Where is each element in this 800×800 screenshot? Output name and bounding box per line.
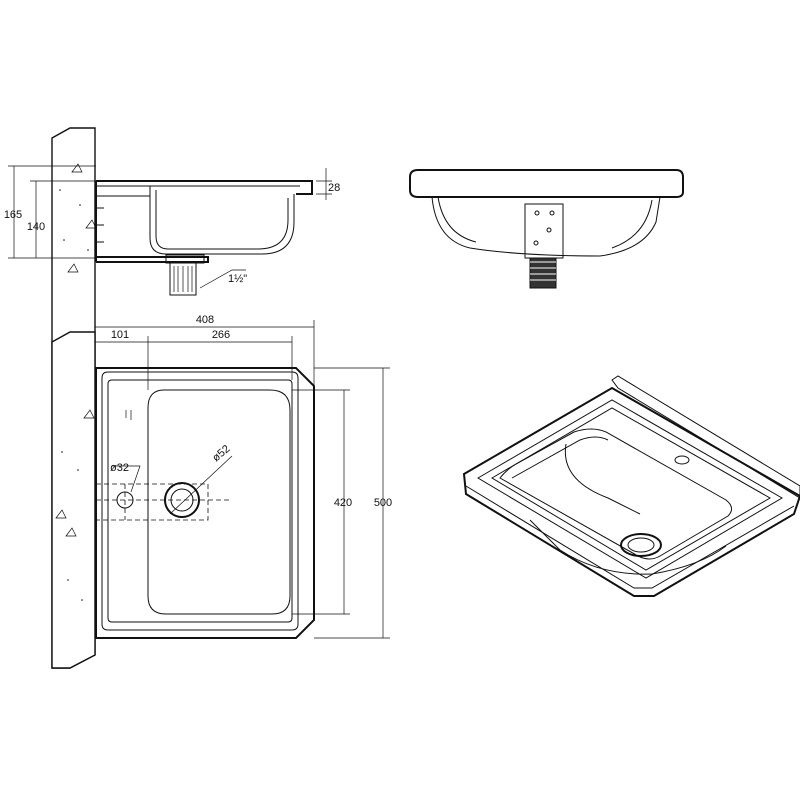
front-drain-bracket [524, 203, 564, 259]
top-plan-view [51, 320, 390, 669]
wall-section-bottom [51, 331, 96, 669]
dim-wall-offset: 101 [111, 329, 129, 341]
side-dimension-lines [8, 165, 332, 289]
dim-overall-width: 408 [196, 314, 214, 326]
wall-hatching-bottom [55, 409, 95, 601]
dim-rim-thickness: 28 [328, 182, 340, 194]
dim-side-total-height: 165 [4, 209, 22, 221]
iso-tap-hole [674, 455, 690, 465]
dim-drain-hole-diameter: ø52 [210, 443, 232, 464]
iso-drain-outer [620, 533, 662, 557]
dim-drain-thread: 1½" [228, 273, 247, 285]
dim-bowl-width: 266 [212, 329, 230, 341]
dim-side-bowl-height: 140 [27, 221, 45, 233]
plan-drain-inner [170, 488, 194, 512]
front-view [409, 169, 684, 289]
dim-tap-hole-diameter: ø32 [110, 462, 129, 474]
dim-overall-length: 500 [374, 497, 392, 509]
sink-side-profile [95, 180, 313, 296]
isometric-view [462, 375, 800, 597]
front-drain-pipe [529, 257, 557, 289]
iso-drain-inner [627, 537, 655, 553]
dim-bowl-length: 420 [334, 497, 352, 509]
wall-hatching-top [59, 163, 97, 273]
